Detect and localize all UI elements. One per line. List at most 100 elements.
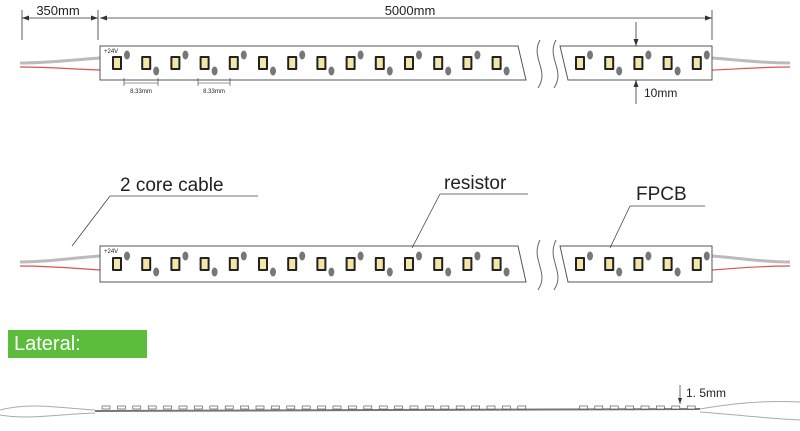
resistor bbox=[299, 50, 306, 60]
led-chip bbox=[433, 257, 444, 271]
resistor bbox=[416, 251, 422, 261]
led-chip bbox=[604, 56, 615, 70]
led-chip bbox=[287, 257, 298, 271]
resistor bbox=[357, 251, 364, 261]
top-strip-view: 350mm 5000mm +24V 8.33mm 8.33m bbox=[19, 3, 791, 104]
lateral-led bbox=[286, 405, 296, 410]
cable-left bbox=[19, 56, 101, 71]
lateral-led bbox=[363, 405, 373, 410]
lateral-led bbox=[271, 405, 280, 410]
led-chip bbox=[112, 56, 122, 70]
lateral-led bbox=[394, 405, 403, 410]
lateral-pcb bbox=[94, 408, 701, 412]
resistor bbox=[445, 66, 452, 76]
lateral-led bbox=[163, 405, 172, 410]
led-chip bbox=[199, 56, 210, 70]
pcb-left-segment-mid bbox=[99, 245, 527, 283]
led-chip bbox=[170, 257, 181, 271]
resistor bbox=[674, 66, 681, 76]
lateral-led bbox=[609, 405, 619, 410]
led-chip bbox=[404, 257, 414, 271]
voltage-mark: +24V bbox=[104, 49, 118, 55]
lateral-led bbox=[147, 405, 157, 410]
led-chip bbox=[141, 257, 152, 271]
led-chip bbox=[345, 56, 356, 70]
thickness-label: 1. 5mm bbox=[686, 386, 726, 400]
led-chip bbox=[604, 257, 615, 271]
cable-right-mid bbox=[711, 254, 791, 271]
lateral-led bbox=[378, 405, 388, 410]
resistor bbox=[503, 66, 510, 76]
lateral-cable-left bbox=[0, 405, 96, 411]
resistor bbox=[645, 50, 652, 60]
led-chip bbox=[374, 257, 385, 271]
led-chip bbox=[462, 56, 473, 70]
led-chip bbox=[404, 56, 414, 70]
resistor bbox=[674, 267, 681, 277]
lateral-view: 1. 5mm bbox=[0, 385, 800, 421]
resistor bbox=[703, 50, 710, 60]
resistor bbox=[503, 267, 510, 277]
lateral-led bbox=[625, 405, 634, 410]
resistor bbox=[386, 267, 393, 277]
led-row-mid-left bbox=[112, 251, 510, 277]
lateral-led bbox=[255, 405, 265, 410]
resistor bbox=[416, 50, 422, 60]
resistor bbox=[211, 66, 218, 76]
lateral-led bbox=[240, 405, 249, 410]
pcb-left-segment bbox=[99, 45, 527, 81]
cable-right bbox=[711, 56, 791, 71]
resistor bbox=[328, 267, 335, 277]
lateral-led bbox=[517, 405, 527, 410]
resistor bbox=[153, 267, 160, 277]
break-mark bbox=[536, 39, 543, 89]
resistor bbox=[357, 50, 364, 60]
pitch-label-b: 8.33mm bbox=[203, 89, 225, 95]
lateral-led bbox=[209, 405, 219, 410]
led-chip bbox=[433, 56, 444, 70]
lateral-led bbox=[117, 405, 126, 410]
strip-width-label: 10mm bbox=[644, 86, 677, 100]
callout-resistor: resistor bbox=[444, 173, 507, 194]
led-chip bbox=[316, 56, 327, 70]
led-chip bbox=[112, 257, 122, 271]
resistor bbox=[153, 66, 160, 76]
led-chip bbox=[287, 56, 298, 70]
cable-left-mid bbox=[19, 254, 101, 271]
lateral-led bbox=[301, 405, 311, 410]
voltage-mark-mid: +24V bbox=[104, 249, 118, 255]
lateral-led bbox=[579, 405, 588, 410]
lateral-led bbox=[178, 405, 188, 410]
lateral-led bbox=[132, 405, 142, 410]
resistor bbox=[587, 251, 593, 261]
resistor bbox=[703, 251, 710, 261]
resistor bbox=[182, 251, 189, 261]
led-chip bbox=[575, 56, 585, 70]
lateral-led bbox=[471, 405, 480, 410]
callout-cable: 2 core cable bbox=[120, 175, 224, 196]
led-row-mid-right bbox=[575, 251, 710, 277]
lateral-led bbox=[317, 405, 326, 410]
led-row-top-left bbox=[112, 50, 510, 76]
lateral-led bbox=[671, 405, 681, 410]
led-chip bbox=[228, 257, 239, 271]
led-chip bbox=[228, 56, 239, 70]
lateral-led bbox=[486, 405, 496, 410]
led-chip bbox=[633, 56, 644, 70]
led-chip bbox=[662, 56, 673, 70]
lateral-led bbox=[194, 405, 203, 410]
led-chip bbox=[258, 257, 268, 271]
lateral-led bbox=[640, 405, 650, 410]
middle-strip-view: +24V 2 core cable resistor FPCB bbox=[19, 173, 791, 291]
resistor bbox=[386, 66, 393, 76]
pitch-label-a: 8.33mm bbox=[130, 89, 152, 95]
resistor bbox=[211, 267, 218, 277]
resistor bbox=[240, 50, 247, 60]
lateral-led bbox=[686, 405, 696, 410]
led-chip bbox=[633, 257, 644, 271]
led-chip bbox=[691, 56, 702, 70]
resistor bbox=[445, 267, 452, 277]
callout-fpcb: FPCB bbox=[636, 184, 687, 205]
resistor bbox=[328, 66, 335, 76]
